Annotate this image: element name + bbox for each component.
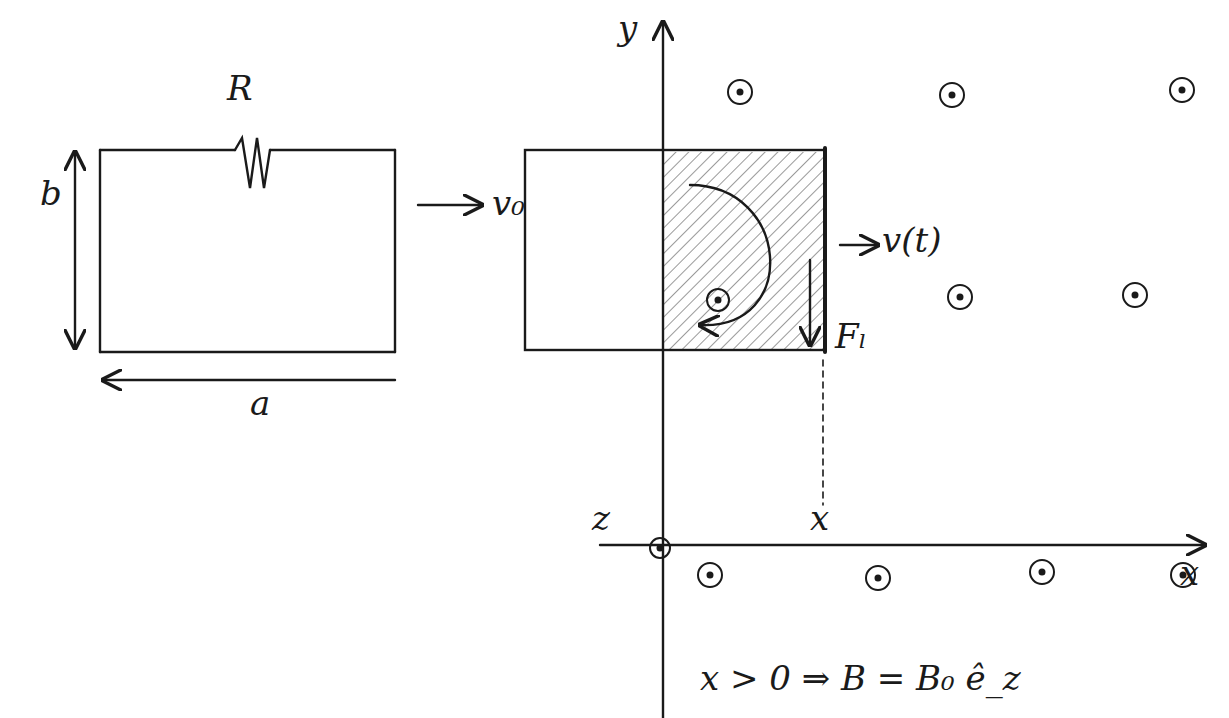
velocity-arrow [840,244,878,246]
axis-label: z [592,500,610,537]
velocity-arrow [418,204,482,206]
x-axis [600,544,1205,546]
dimension-arrow [74,152,76,348]
field-condition: x > 0 ⇒ B = B₀ ê_z [700,660,1021,697]
field-symbols [698,78,1195,590]
force-label: Fₗ [835,318,867,355]
position-label: x [810,500,829,537]
y-axis [662,22,664,718]
dimension-label: b [40,175,62,212]
velocity-label: v(t) [882,222,941,259]
force-arrow [809,260,811,345]
axis-label: x [1180,555,1199,592]
axis-label: y [618,10,637,47]
position-line [822,360,824,505]
conductor-loop [100,138,395,352]
resistance-label: R [227,70,253,107]
hatched-region [663,152,825,350]
current-arrow [690,185,770,325]
velocity-label: v₀ [492,185,525,222]
z-axis-symbol [650,538,670,558]
conductor-loop [525,150,825,350]
dimension-arrow [103,379,395,381]
dimension-label: a [250,385,270,422]
